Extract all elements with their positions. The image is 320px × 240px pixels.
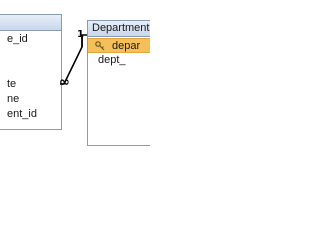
department-table-box[interactable]: Department depar dept_ [87,20,150,146]
field-label: depar [112,40,141,52]
relationship-many-side-label: ∞ [59,75,70,90]
relationship-one-side-label: 1 [77,29,84,40]
field-label: ne [7,93,20,105]
field-row-department-name[interactable]: dept_ [88,53,150,68]
relationships-canvas: e_id te ne ent_id Department [0,0,150,150]
field-row-name[interactable]: ne [0,92,61,107]
key-icon [95,41,105,51]
field-row-department-id-primary-key[interactable]: depar [88,38,150,53]
employee-field-list[interactable]: e_id te ne ent_id [0,31,61,129]
employee-table-title-bar[interactable] [0,15,61,31]
department-table-title: Department [92,22,150,34]
department-table-title-bar[interactable]: Department [88,21,150,37]
field-row-date[interactable]: te [0,77,61,92]
field-row-employee-id[interactable]: e_id [0,32,61,47]
department-field-list[interactable]: depar dept_ [88,37,150,145]
field-row[interactable] [0,47,61,62]
field-label: dept_ [98,54,126,66]
field-label: te [7,78,17,90]
field-row-department-id[interactable]: ent_id [0,107,61,122]
field-label: ent_id [7,108,37,120]
field-row[interactable] [0,62,61,77]
field-label: e_id [7,33,28,45]
employee-table-box[interactable]: e_id te ne ent_id [0,14,62,130]
